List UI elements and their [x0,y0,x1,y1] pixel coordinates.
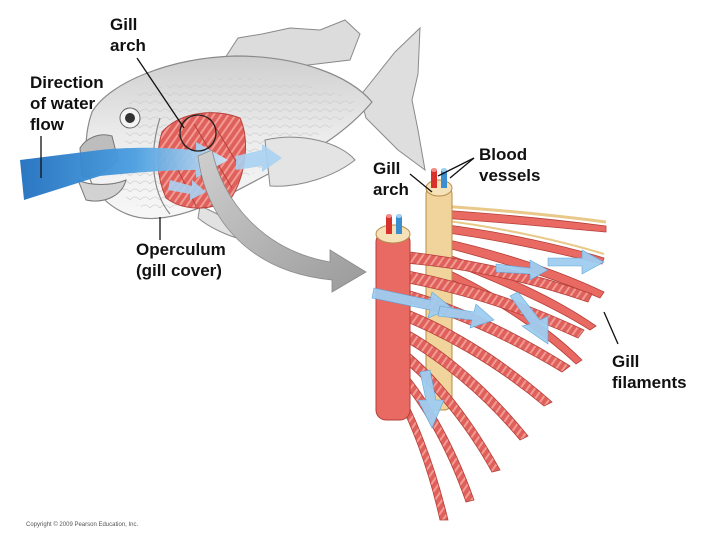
label-line: arch [373,180,409,199]
label-operculum: Operculum (gill cover) [136,239,226,281]
label-gill-filaments: Gill filaments [612,351,687,393]
label-line: (gill cover) [136,261,222,280]
magnifier-circle [179,114,217,152]
leader-lines [40,57,619,345]
label-line: Blood [479,145,528,164]
label-line: arch [110,36,146,55]
label-line: Direction [30,73,104,92]
water-flow-arrow [20,142,228,200]
label-gill-arch-detail: Gill arch [373,158,409,200]
label-blood-vessels: Blood vessels [479,144,540,186]
label-line: vessels [479,166,541,185]
label-line: filaments [612,373,687,392]
water-exit-arrow [236,144,282,172]
gill-detail-illustration [371,168,607,521]
zoom-arrow [197,149,367,293]
label-line: of water [30,94,96,113]
water-exit-arrow-lower [168,180,206,200]
label-direction-of-water-flow: Direction of water flow [30,72,104,135]
label-line: Gill [612,352,640,371]
label-gill-arch-top: Gill arch [110,14,146,56]
label-line: Operculum [136,240,226,259]
copyright-notice: Copyright © 2009 Pearson Education, Inc. [26,522,139,528]
label-line: Gill [110,15,138,34]
label-line: flow [30,115,64,134]
label-line: Gill [373,159,401,178]
